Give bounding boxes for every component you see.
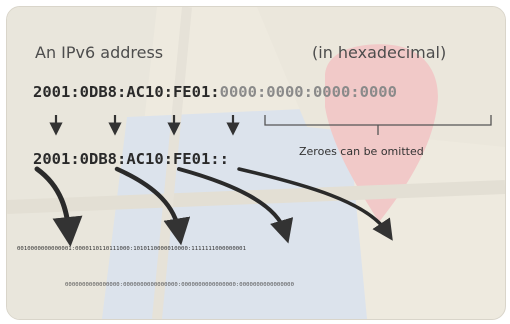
curved-arrow-4 [237, 167, 393, 241]
map-background [7, 7, 505, 319]
diagram-subtitle: (in hexadecimal) [312, 43, 447, 62]
address-prefix: 2001:0DB8:AC10:FE01: [33, 83, 220, 101]
zero-groups-bracket [264, 115, 492, 126]
curved-arrow-2 [114, 166, 191, 246]
full-ipv6-address: 2001:0DB8:AC10:FE01:0000:0000:0000:0000 [33, 83, 397, 101]
curved-arrow-3 [177, 167, 294, 244]
ipv6-diagram-card: An IPv6 address (in hexadecimal) 2001:0D… [6, 6, 506, 320]
arrows-overlay [34, 115, 492, 247]
address-zero-groups: 0000:0000:0000:0000 [219, 83, 397, 101]
map-pin-shape [325, 44, 438, 222]
omitted-zeros-note: Zeroes can be omitted [299, 145, 424, 158]
compressed-ipv6-address: 2001:0DB8:AC10:FE01:: [33, 150, 229, 168]
map-road [7, 180, 505, 214]
curved-arrow-1 [34, 166, 83, 247]
diagram-title: An IPv6 address [35, 43, 164, 62]
binary-line-2: 0000000000000000:0000000000000000:000000… [65, 282, 294, 288]
map-road-vertical [152, 7, 192, 319]
binary-line-1: 0010000000000001:0000110110111000:101011… [17, 246, 246, 252]
